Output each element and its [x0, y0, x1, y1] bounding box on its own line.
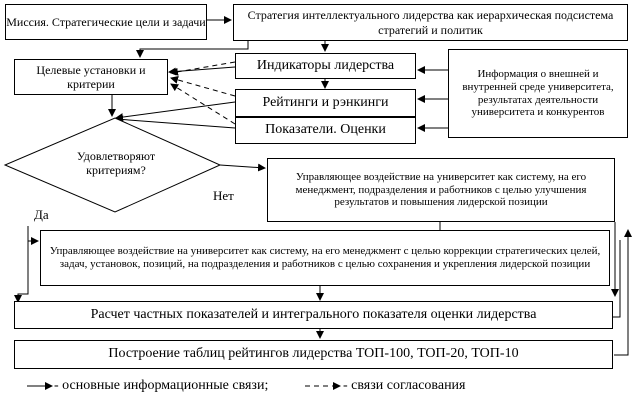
info-text: Информация о внешней и внутренней среде …	[462, 67, 614, 119]
mission-box: Миссия. Стратегические цели и задачи	[5, 4, 207, 40]
legend-agreement: - связи согласования	[343, 378, 466, 393]
improve-text: Управляющее воздействие на университет к…	[295, 170, 587, 209]
info-box: Информация о внешней и внутренней среде …	[448, 49, 628, 138]
indicators-text: Индикаторы лидерства	[256, 57, 395, 73]
branch-no-label: Нет	[213, 188, 234, 203]
correct-box: Управляющее воздействие на университет к…	[40, 230, 610, 286]
targets-text: Целевые установки и критерии	[36, 62, 146, 91]
scores-text: Показатели. Оценки	[265, 122, 386, 138]
targets-box: Целевые установки и критерии	[14, 59, 168, 95]
correct-text: Управляющее воздействие на университет к…	[49, 245, 601, 270]
scores-box: Показатели. Оценки	[235, 117, 416, 144]
strategy-box: Стратегия интеллектуального лидерства ка…	[233, 4, 628, 41]
calc-text: Расчет частных показателей и интегрально…	[90, 306, 537, 322]
calc-box: Расчет частных показателей и интегрально…	[14, 301, 613, 329]
ratings-text: Рейтинги и рэнкинги	[262, 94, 389, 110]
branch-yes-label: Да	[34, 207, 49, 222]
legend-main: - основные информационные связи;	[54, 378, 269, 393]
tables-box: Построение таблиц рейтингов лидерства ТО…	[14, 340, 613, 369]
indicators-box: Индикаторы лидерства	[235, 53, 416, 79]
ratings-box: Рейтинги и рэнкинги	[235, 89, 416, 117]
tables-text: Построение таблиц рейтингов лидерства ТО…	[108, 346, 519, 362]
improve-box: Управляющее воздействие на университет к…	[267, 158, 615, 222]
mission-text: Миссия. Стратегические цели и задачи	[6, 14, 206, 29]
decision-diamond	[3, 117, 222, 213]
strategy-text: Стратегия интеллектуального лидерства ка…	[247, 8, 614, 37]
decision-text: Удовлетворяют критериям?	[76, 149, 156, 178]
decision-label: Удовлетворяют критериям?	[68, 149, 164, 178]
